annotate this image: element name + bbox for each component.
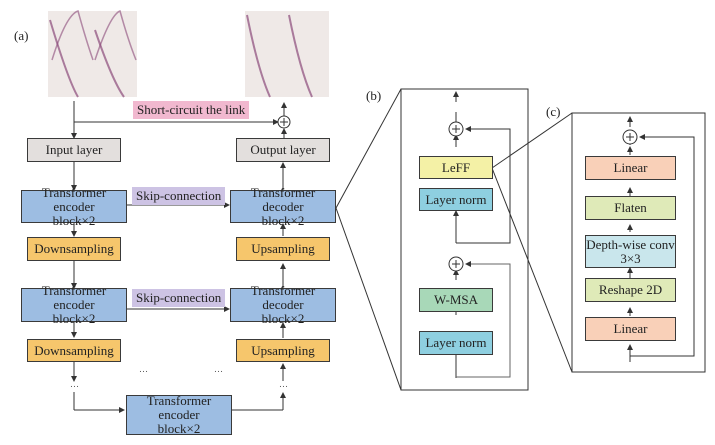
encoder-block-2-title: Transformer encoder bbox=[41, 283, 107, 312]
depthwise-conv-kernel: 3×3 bbox=[620, 250, 641, 266]
upsampling-label-1: Upsampling bbox=[251, 241, 315, 256]
output-layer-box: Output layer bbox=[236, 138, 330, 162]
decoder-block-1: Transformer decoder block×2 bbox=[230, 185, 336, 227]
input-layer-box: Input layer bbox=[27, 138, 121, 162]
layer-norm-label-bottom: Layer norm bbox=[425, 335, 487, 350]
decoder-block-1-count: block×2 bbox=[261, 212, 305, 228]
ellipsis-middle-left: … bbox=[139, 364, 148, 374]
flaten-label: Flaten bbox=[614, 200, 647, 215]
flaten-box: Flaten bbox=[585, 196, 676, 220]
bottleneck-encoder-block: Transformer encoder block×2 bbox=[126, 393, 232, 436]
upsampling-box-2: Upsampling bbox=[236, 339, 330, 362]
ellipsis-encoder: … bbox=[70, 379, 79, 389]
downsampling-label-2: Downsampling bbox=[34, 342, 114, 358]
ellipsis-decoder: … bbox=[279, 379, 288, 389]
reshape-2d-box: Reshape 2D bbox=[585, 278, 676, 302]
short-circuit-label: Short-circuit the link bbox=[133, 101, 250, 119]
downsampling-box-1: Downsampling bbox=[27, 237, 121, 261]
add-node-c bbox=[622, 129, 638, 145]
layer-norm-box-bottom: Layer norm bbox=[419, 331, 493, 355]
input-seismic-images bbox=[48, 9, 137, 98]
leff-box: LeFF bbox=[419, 156, 493, 179]
panel-label-b: (b) bbox=[366, 88, 382, 103]
ellipsis-middle-right: … bbox=[214, 364, 223, 374]
add-node-a bbox=[277, 115, 291, 129]
downsampling-label-1: Downsampling bbox=[34, 241, 114, 256]
downsampling-box-2: Downsampling bbox=[27, 339, 121, 362]
decoder-block-2-count: block×2 bbox=[261, 311, 305, 326]
leff-label: LeFF bbox=[441, 159, 471, 175]
wmsa-box: W-MSA bbox=[419, 288, 493, 312]
add-node-b-bottom bbox=[448, 256, 464, 272]
linear-box-top: Linear bbox=[585, 156, 676, 180]
linear-label-top: Linear bbox=[613, 160, 648, 175]
linear-box-bottom: Linear bbox=[585, 317, 676, 341]
bottleneck-title: Transformer encoder bbox=[146, 393, 212, 422]
depthwise-conv-title: Depth-wise conv bbox=[586, 236, 675, 252]
output-seismic-images bbox=[245, 11, 329, 98]
bottleneck-count: block×2 bbox=[157, 421, 201, 436]
encoder-block-2: Transformer encoder block×2 bbox=[21, 284, 127, 326]
wmsa-label: W-MSA bbox=[433, 292, 479, 307]
linear-label-bottom: Linear bbox=[613, 321, 648, 336]
upsampling-box-1: Upsampling bbox=[236, 237, 330, 261]
decoder-block-1-title: Transformer decoder bbox=[250, 184, 316, 214]
decoder-block-2-title: Transformer decoder bbox=[250, 283, 316, 312]
encoder-block-2-count: block×2 bbox=[52, 311, 96, 326]
encoder-block-1-title: Transformer encoder bbox=[41, 184, 107, 214]
decoder-block-2: Transformer decoder block×2 bbox=[230, 284, 336, 326]
upsampling-label-2: Upsampling bbox=[251, 342, 315, 358]
input-layer-label: Input layer bbox=[45, 142, 103, 157]
skip-connection-label-2: Skip-connection bbox=[132, 289, 226, 307]
output-layer-label: Output layer bbox=[250, 142, 316, 157]
skip-connection-label-1: Skip-connection bbox=[132, 187, 226, 205]
panel-label-c: (c) bbox=[546, 104, 561, 119]
layer-norm-box-top: Layer norm bbox=[419, 188, 493, 211]
depthwise-conv-box: Depth-wise conv 3×3 bbox=[585, 235, 676, 268]
panel-label-a: (a) bbox=[14, 28, 29, 43]
layer-norm-label-top: Layer norm bbox=[425, 191, 487, 207]
encoder-block-1: Transformer encoder block×2 bbox=[21, 185, 127, 227]
encoder-block-1-count: block×2 bbox=[52, 212, 96, 228]
reshape-2d-label: Reshape 2D bbox=[598, 282, 663, 297]
add-node-b-top bbox=[448, 121, 464, 137]
